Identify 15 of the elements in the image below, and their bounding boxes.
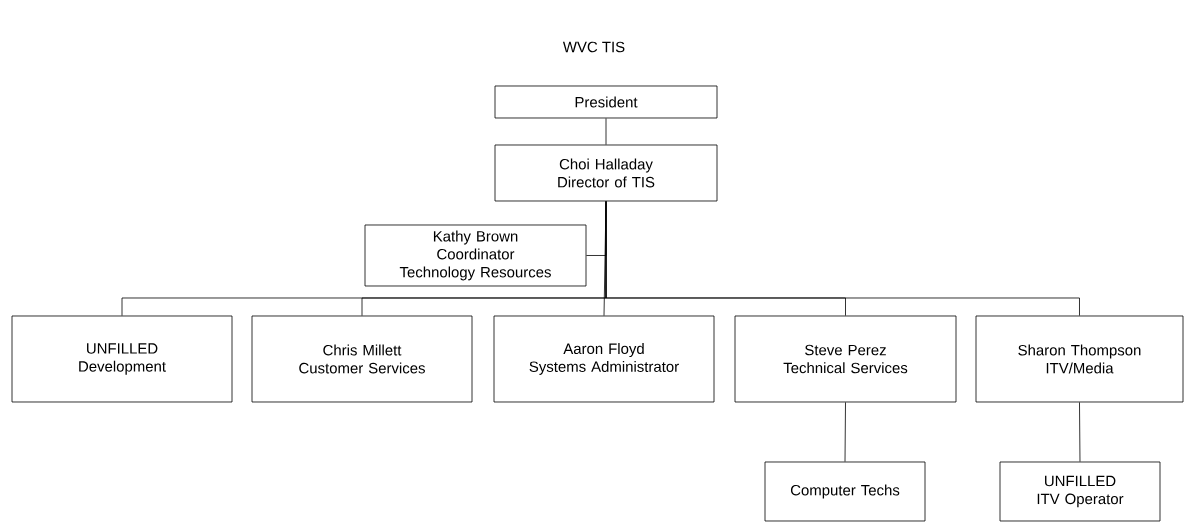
org-box: UNFILLED Development [11, 315, 233, 403]
org-box: UNFILLED ITV Operator [999, 461, 1161, 522]
connector-line [844, 402, 846, 462]
org-box: Chris Millett Customer Services [251, 315, 473, 403]
org-box: Aaron Floyd Systems Administrator [493, 315, 715, 403]
org-box: Choi Halladay Director of TIS [494, 144, 718, 202]
org-box: Sharon Thompson ITV/Media [975, 315, 1184, 403]
title: WVC TIS [562, 41, 625, 53]
org-box: Kathy Brown Coordinator Technology Resources [364, 224, 587, 287]
connector-line [605, 201, 1080, 316]
org-box: President [494, 85, 718, 119]
org-box: Steve Perez Technical Services [734, 315, 957, 403]
connector-line [1079, 402, 1081, 462]
org-box: Computer Techs [764, 461, 926, 522]
connector-line [605, 118, 607, 145]
